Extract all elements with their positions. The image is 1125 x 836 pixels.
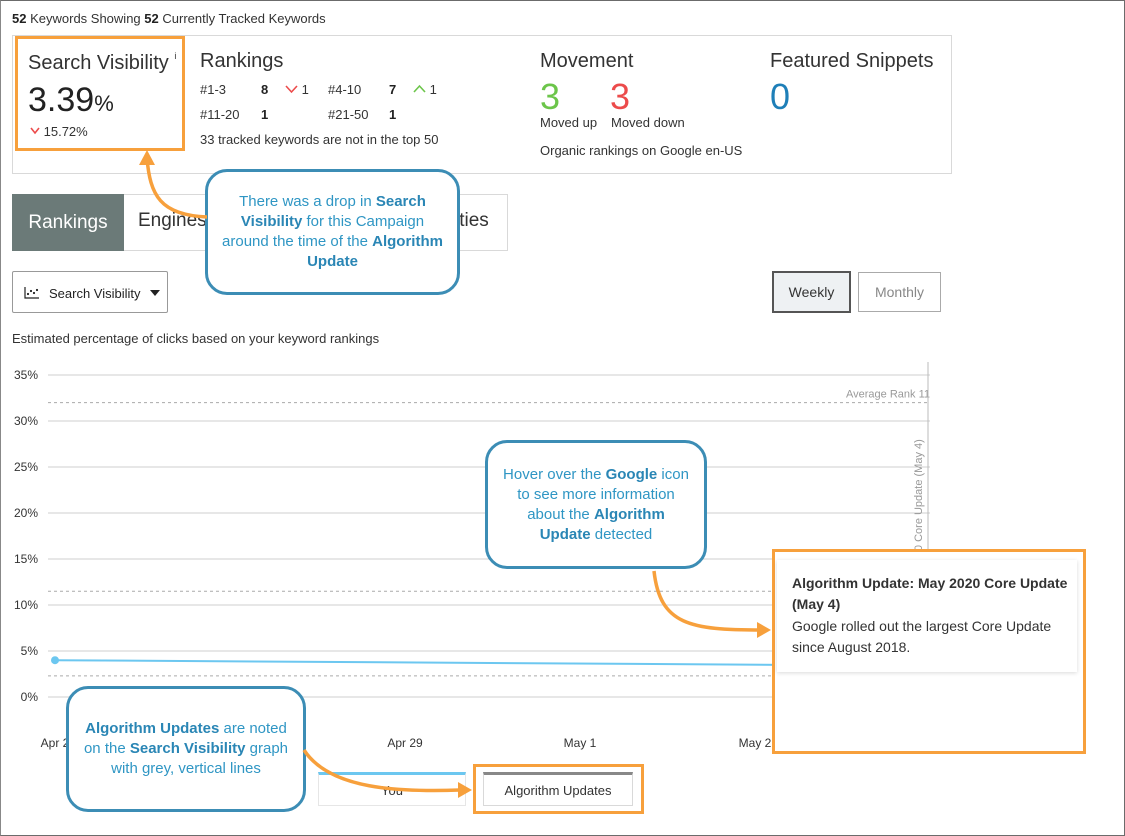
y-tick-label: 20% — [14, 506, 38, 520]
rank-count-1-3: 8 — [261, 82, 269, 97]
featured-snippets-title: Featured Snippets — [770, 50, 934, 72]
moved-up-value: 3 — [540, 76, 561, 117]
tab-rankings[interactable]: Rankings — [12, 194, 124, 251]
caret-down-icon — [30, 127, 40, 135]
chart-icon — [24, 287, 39, 299]
y-tick-label: 25% — [14, 460, 38, 474]
movement-title: Movement — [540, 50, 634, 72]
tooltip-title: Algorithm Update: May 2020 Core Update (… — [792, 575, 1068, 612]
rank-count-4-10: 7 — [389, 82, 397, 97]
keywords-count: 52 — [12, 11, 27, 26]
search-visibility-value: 3.39% — [28, 81, 114, 119]
x-tick-label: May 1 — [564, 736, 597, 750]
movement-note: Organic rankings on Google en-US — [540, 143, 743, 158]
rank-count-21-50: 1 — [389, 107, 397, 122]
rank-label-4-10: #4-10 — [328, 82, 362, 97]
rank-count-11-20: 1 — [261, 107, 269, 122]
rank-label-1-3: #1-3 — [200, 82, 227, 97]
moved-down-value: 3 — [610, 76, 631, 117]
info-icon[interactable]: i — [174, 51, 177, 61]
weekly-button[interactable]: Weekly — [772, 271, 851, 313]
callout-algorithm-updates: Algorithm Updates are noted on the Searc… — [66, 686, 306, 812]
search-visibility-change: 15.72% — [30, 124, 88, 139]
y-tick-label: 10% — [14, 598, 38, 612]
axis-ticks: 35% 30% 25% 20% 15% 10% 5% 0% Apr 2 Apr 29 May 1 Ma… — [14, 368, 945, 750]
chart-description: Estimated percentage of clicks based on … — [12, 331, 380, 346]
callout-search-visibility-drop: There was a drop in Search Visibility fo… — [205, 169, 460, 295]
keywords-showing-label: Keywords Showing — [30, 11, 141, 26]
y-tick-label: 30% — [14, 414, 38, 428]
reference-line-label: Average Rank 11 — [846, 389, 930, 401]
legend-you[interactable]: You — [318, 772, 466, 806]
moved-up-label: Moved up — [540, 115, 598, 130]
tab-opportunities[interactable]: ities — [455, 210, 489, 231]
tracked-label: Currently Tracked Keywords — [162, 11, 326, 26]
rank-label-21-50: #21-50 — [328, 107, 369, 122]
x-tick-label: May 2 — [739, 736, 772, 750]
series-point — [51, 656, 59, 665]
rank-delta-1-3: 1 — [285, 82, 309, 97]
rank-label-11-20: #11-20 — [200, 107, 240, 122]
rank-delta-4-10: 1 — [413, 82, 437, 97]
y-tick-label: 15% — [14, 552, 38, 566]
rankings-title: Rankings — [200, 50, 284, 72]
tooltip-body: Google rolled out the largest Core Updat… — [792, 618, 1052, 655]
caret-up-icon — [413, 84, 426, 93]
algorithm-tooltip — [777, 560, 1077, 672]
caret-down-icon — [285, 85, 298, 94]
x-tick-label: Apr 2 — [41, 736, 70, 750]
x-tick-label: Apr 29 — [387, 736, 423, 750]
metric-dropdown[interactable]: Search Visibility — [12, 271, 168, 313]
search-visibility-title: Search Visibility i — [28, 51, 177, 74]
moved-down-label: Moved down — [611, 115, 685, 130]
featured-snippets-value: 0 — [770, 76, 791, 117]
legend-algorithm-updates[interactable]: Algorithm Updates — [483, 772, 633, 806]
callout-hover-google: Hover over the Google icon to see more i… — [485, 440, 707, 569]
monthly-button[interactable]: Monthly — [858, 272, 941, 312]
search-visibility-highlight: Search Visibility i 3.39% 15.72% — [15, 36, 185, 151]
metric-dropdown-label: Search Visibility — [49, 286, 141, 301]
tab-engines[interactable]: Engines — [138, 210, 207, 231]
y-tick-label: 0% — [21, 690, 39, 704]
rankings-note: 33 tracked keywords are not in the top 5… — [200, 132, 439, 147]
y-tick-label: 5% — [21, 644, 39, 658]
tracked-count: 52 — [144, 11, 159, 26]
y-tick-label: 35% — [14, 368, 38, 382]
chevron-down-icon — [150, 290, 160, 296]
keyword-summary: 52 Keywords Showing 52 Currently Tracked… — [12, 11, 326, 26]
